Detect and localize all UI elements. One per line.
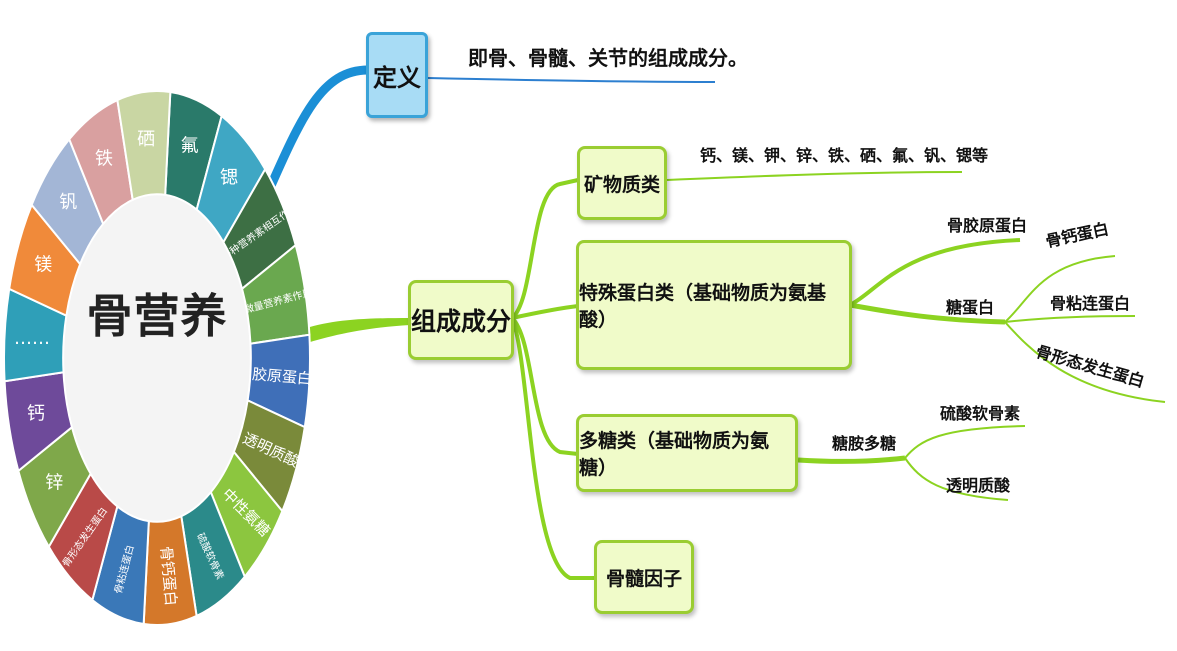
glycoprotein-fork-1 <box>1004 255 1116 323</box>
minerals-detail-line <box>666 171 963 181</box>
glycoprotein-label: 糖蛋白 <box>946 298 995 317</box>
composition-node[interactable]: 组成成分 <box>408 280 514 360</box>
branch-connector-minerals <box>510 178 579 320</box>
osteonectin-label: 骨粘连蛋白 <box>1050 294 1131 313</box>
wheel-segment-label: 锶 <box>220 168 238 189</box>
hyaluronic-acid-label: 透明质酸 <box>946 476 1011 495</box>
wheel-segment-label: 胶原蛋白 <box>251 365 312 388</box>
bone-collagen-label: 骨胶原蛋白 <box>947 216 1028 235</box>
glycoprotein-branch <box>849 302 1006 325</box>
minerals-node[interactable]: 矿物质类 <box>577 146 667 220</box>
definition-connector <box>257 65 373 211</box>
branch-connector-proteins <box>511 304 579 320</box>
wheel-segment-label: 锌 <box>45 473 63 494</box>
polysaccharides-node[interactable]: 多糖类（基础物质为氨糖） <box>576 414 798 492</box>
wheel-segment-label: 骨钙蛋白 <box>157 545 180 606</box>
wheel-segment-label: 硒 <box>137 129 155 150</box>
wheel-segment-label: …… <box>14 328 50 349</box>
glycoprotein-fork-2 <box>1004 315 1136 323</box>
marrow-factor-node[interactable]: 骨髓因子 <box>594 540 694 614</box>
wheel-segment-label: 氟 <box>180 136 198 157</box>
wheel-segment-label: 钒 <box>59 192 77 213</box>
chondroitin-sulfate-label: 硫酸软骨素 <box>940 404 1021 423</box>
polysaccharide-branch <box>797 455 906 464</box>
protein-fork <box>849 238 1021 307</box>
special-proteins-node[interactable]: 特殊蛋白类（基础物质为氨基酸） <box>576 240 852 370</box>
center-title: 骨营养 <box>86 289 228 343</box>
wheel-segment-label: 镁 <box>34 254 52 275</box>
wheel-segment <box>116 90 172 202</box>
wheel-segment-label: 钙 <box>27 404 45 425</box>
glycoprotein-fork-3 <box>1004 321 1166 403</box>
minerals-detail: 钙、镁、钾、锌、铁、硒、氟、钒、锶等 <box>700 146 989 165</box>
glycosaminoglycan-label: 糖胺多糖 <box>832 434 897 453</box>
polysaccharide-fork-1 <box>904 425 1026 459</box>
composition-connector <box>300 318 410 345</box>
definition-underline <box>427 77 716 83</box>
wheel-segment-label: 铁 <box>95 149 113 170</box>
wheel-hub <box>64 195 250 521</box>
nutrient-wheel: 氟锶多种营养素相互作用微量营养素作用胶原蛋白透明质酸中性氨糖硫酸软骨素骨钙蛋白骨… <box>3 90 314 626</box>
polysaccharide-fork-2 <box>904 457 1009 501</box>
branch-connector-polysaccharides <box>510 316 579 456</box>
definition-node[interactable]: 定义 <box>366 32 428 118</box>
definition-text: 即骨、骨髓、关节的组成成分。 <box>468 46 748 70</box>
branch-connector-marrow <box>510 317 594 580</box>
